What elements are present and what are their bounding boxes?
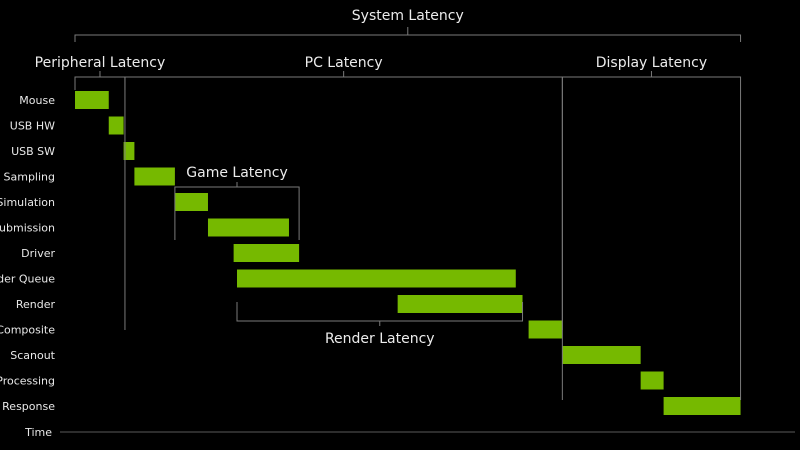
group-label-render-latency: Render Latency	[325, 331, 435, 347]
bracket-display-latency	[561, 71, 742, 400]
category-label-render: Render	[16, 298, 56, 311]
bracket-system-latency	[74, 27, 742, 42]
category-label-sampling: Sampling	[4, 171, 56, 184]
category-label-mouse: Mouse	[19, 94, 55, 107]
category-label-driver: Driver	[21, 247, 55, 260]
bar-simulation	[174, 193, 208, 211]
bar-submission	[207, 218, 289, 237]
group-label-display-latency: Display Latency	[596, 55, 707, 71]
category-label-usb-hw: USB HW	[10, 120, 55, 133]
bar-render	[397, 295, 523, 313]
bar-usb-sw	[123, 142, 135, 160]
bar-pixel-response	[663, 397, 741, 415]
bar-composite	[528, 320, 563, 339]
group-label-game-latency: Game Latency	[186, 165, 287, 181]
bar-sampling	[134, 167, 175, 186]
group-label-pc-latency: PC Latency	[305, 55, 383, 71]
category-label-submission: Submission	[0, 222, 55, 235]
category-label-composite: Composite	[0, 324, 55, 337]
group-label-peripheral-latency: Peripheral Latency	[35, 55, 166, 71]
category-label-display-processing: Display Processing	[0, 375, 55, 388]
category-label-render-queue: Render Queue	[0, 273, 55, 286]
bar-display-processing	[640, 371, 664, 390]
category-label-pixel-response: Pixel Response	[0, 400, 55, 413]
bar-usb-hw	[108, 116, 124, 135]
bar-render-queue	[237, 269, 516, 288]
bar-mouse	[75, 91, 109, 109]
bar-scanout	[562, 346, 641, 364]
bracket-game-latency	[174, 182, 300, 240]
category-label-usb-sw: USB SW	[11, 145, 55, 158]
category-label-simulation: Simulation	[0, 196, 55, 209]
x-axis-label: Time	[24, 426, 52, 439]
group-label-system-latency: System Latency	[352, 8, 464, 24]
bar-driver	[233, 244, 300, 262]
bracket-peripheral-latency	[74, 71, 126, 90]
bracket-render-latency	[236, 302, 524, 326]
category-label-scanout: Scanout	[10, 349, 55, 362]
